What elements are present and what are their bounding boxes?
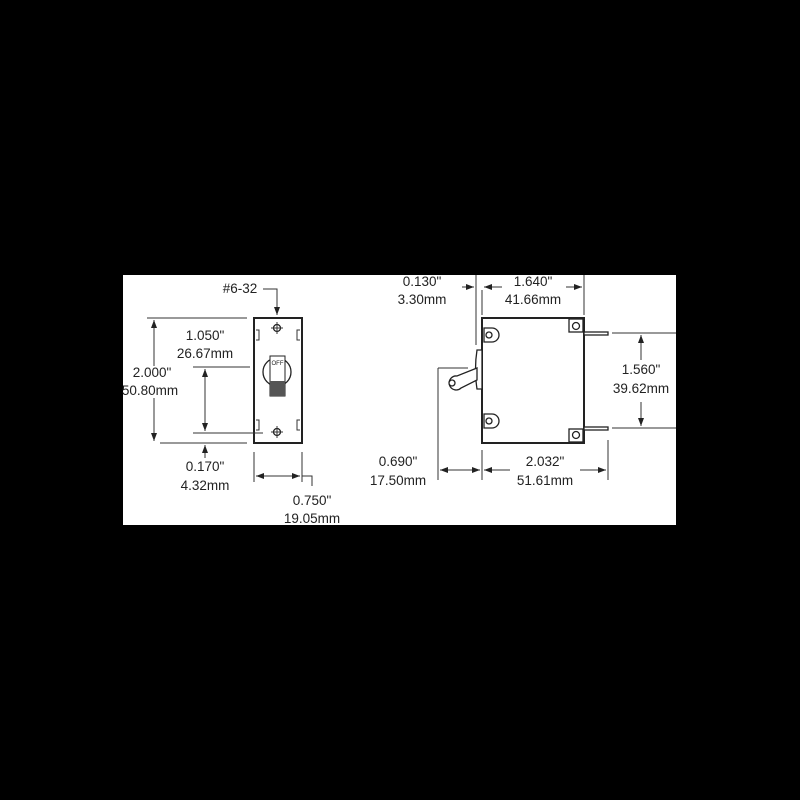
switch-off-label: OFF xyxy=(272,361,284,367)
mounting-hole-icon xyxy=(483,413,500,429)
side-view: 0.130" 3.30mm 1.640" 41.66mm 1.560" 39.6… xyxy=(370,274,676,488)
screw-spacing-in: 1.050" xyxy=(186,328,225,343)
overall-depth-in: 2.032" xyxy=(526,454,565,469)
height-in: 2.000" xyxy=(133,365,172,380)
toggle-handle-icon xyxy=(448,349,483,391)
screw-offset-in: 0.170" xyxy=(186,459,225,474)
width-in: 0.750" xyxy=(293,493,332,508)
mounting-hole-icon xyxy=(483,327,500,343)
overall-depth-mm: 51.61mm xyxy=(517,473,573,488)
mounting-hole-icon xyxy=(568,318,584,333)
front-view: OFF #6-32 2.000" 50.80mm 1.050" 26.67mm … xyxy=(122,281,340,526)
toggle-offset-mm: 3.30mm xyxy=(398,292,447,307)
mounting-hole-icon xyxy=(568,428,584,443)
mounting-screw-icon xyxy=(271,322,283,334)
terminal-top xyxy=(583,331,609,336)
toggle-handle xyxy=(270,381,285,396)
body-depth-mm: 41.66mm xyxy=(505,292,561,307)
screw-offset-mm: 4.32mm xyxy=(181,478,230,493)
terminal-bottom xyxy=(583,426,609,431)
mounting-screw-icon xyxy=(271,426,283,438)
height-mm: 50.80mm xyxy=(122,383,178,398)
body-depth-in: 1.640" xyxy=(514,274,553,289)
handle-extension-in: 0.690" xyxy=(379,454,418,469)
screw-spec-label: #6-32 xyxy=(223,281,258,296)
toggle-offset-in: 0.130" xyxy=(403,274,442,289)
screw-spacing-mm: 26.67mm xyxy=(177,346,233,361)
terminal-spacing-mm: 39.62mm xyxy=(613,381,669,396)
width-mm: 19.05mm xyxy=(284,511,340,526)
terminal-spacing-in: 1.560" xyxy=(622,362,661,377)
handle-extension-mm: 17.50mm xyxy=(370,473,426,488)
